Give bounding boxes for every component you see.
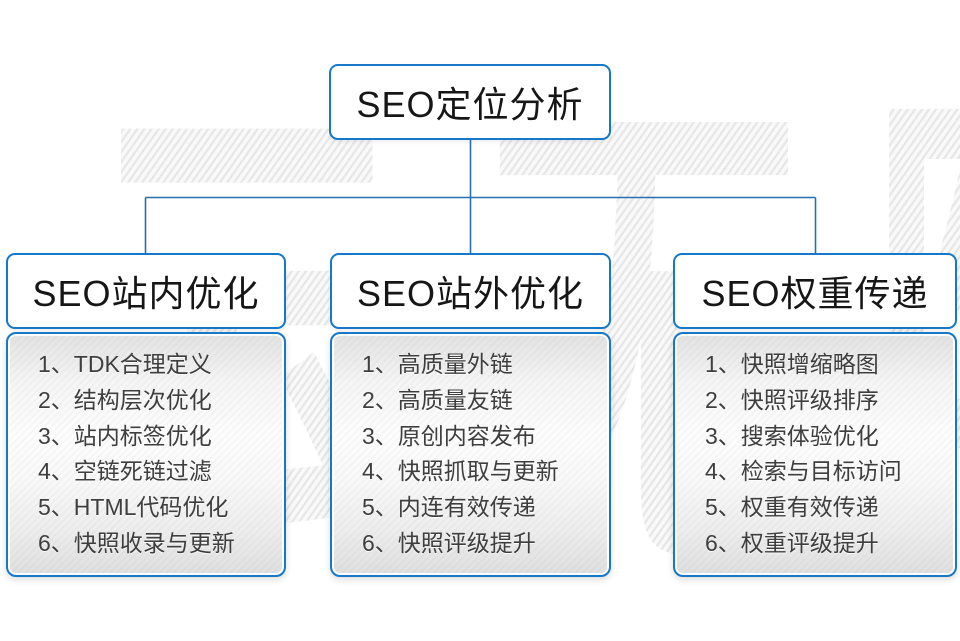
list-item: 5、权重有效传递 xyxy=(705,494,879,521)
list-item: 6、快照收录与更新 xyxy=(38,529,235,556)
list-item: 6、快照评级提升 xyxy=(362,529,536,556)
list-item: 4、空链死链过滤 xyxy=(38,458,212,485)
branch-list-offsite: 1、高质量外链 2、高质量友链 3、原创内容发布 4、快照抓取与更新 5、内连有… xyxy=(330,332,611,577)
branch-list-weight: 1、快照增缩略图 2、快照评级排序 3、搜索体验优化 4、检索与目标访问 5、权… xyxy=(673,332,957,577)
branch-node-weight: SEO权重传递 xyxy=(673,253,957,329)
list-item: 3、原创内容发布 xyxy=(362,422,536,449)
list-item: 2、快照评级排序 xyxy=(705,386,879,413)
branch-node-offsite: SEO站外优化 xyxy=(330,253,611,329)
list-item: 2、结构层次优化 xyxy=(38,386,212,413)
list-item: 5、HTML代码优化 xyxy=(38,494,229,521)
list-item: 6、权重评级提升 xyxy=(705,529,879,556)
root-node: SEO定位分析 xyxy=(329,64,611,140)
list-item: 2、高质量友链 xyxy=(362,386,513,413)
branch-node-offsite-label: SEO站外优化 xyxy=(356,273,585,314)
branch-list-onsite: 1、TDK合理定义 2、结构层次优化 3、站内标签优化 4、空链死链过滤 5、H… xyxy=(6,332,286,577)
branch-node-onsite-label: SEO站内优化 xyxy=(32,273,260,314)
list-item: 4、快照抓取与更新 xyxy=(362,458,559,485)
list-item: 3、搜索体验优化 xyxy=(705,422,879,449)
list-item: 4、检索与目标访问 xyxy=(705,458,902,485)
list-item: 1、高质量外链 xyxy=(362,351,513,377)
list-item: 1、TDK合理定义 xyxy=(38,351,212,377)
branch-node-weight-label: SEO权重传递 xyxy=(701,273,929,314)
branch-node-onsite: SEO站内优化 xyxy=(6,253,286,329)
list-item: 1、快照增缩略图 xyxy=(705,351,879,377)
root-node-label: SEO定位分析 xyxy=(356,84,584,125)
list-item: 3、站内标签优化 xyxy=(38,422,212,449)
list-item: 5、内连有效传递 xyxy=(362,494,536,521)
